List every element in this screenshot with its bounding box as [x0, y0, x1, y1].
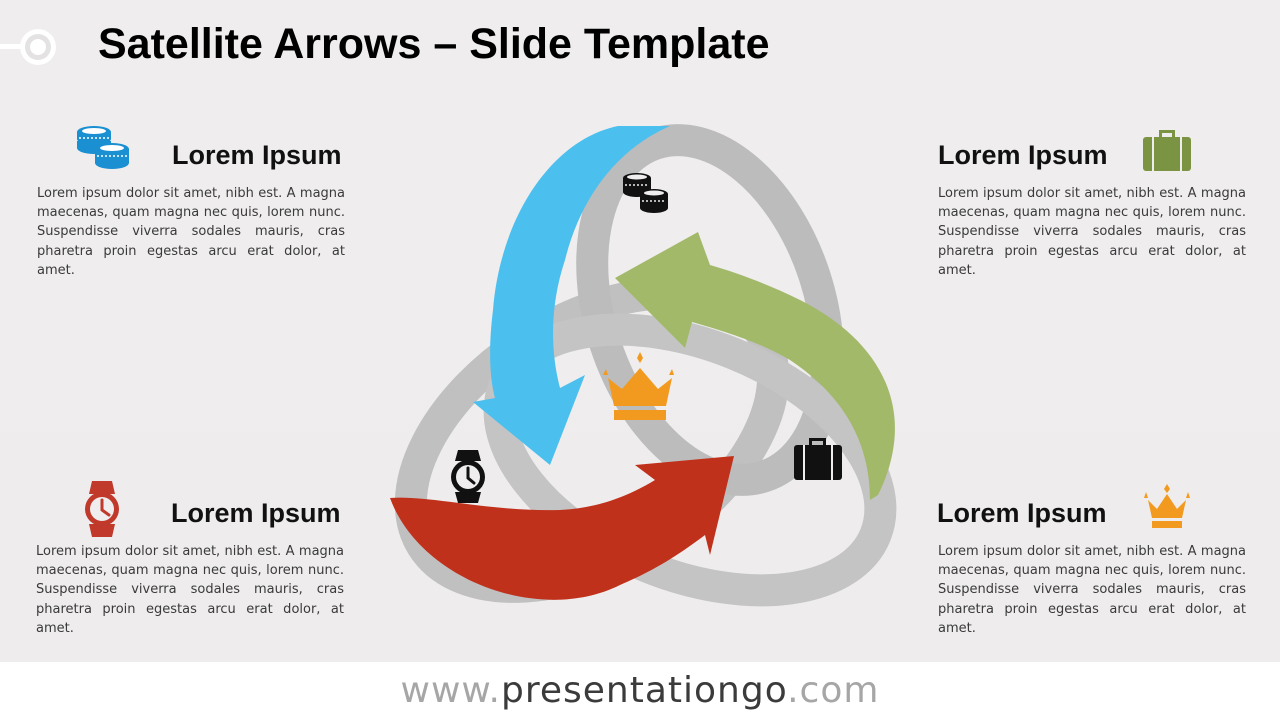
satellite-arrows-diagram [360, 110, 920, 610]
footer-url-brand: presentationgo [501, 670, 788, 711]
center-briefcase-icon [794, 438, 842, 480]
briefcase-icon [1142, 128, 1192, 172]
red-arrow [390, 456, 734, 600]
block-body-bottom-left: Lorem ipsum dolor sit amet, nibh est. A … [36, 544, 344, 636]
footer-url[interactable]: www.presentationgo.com [0, 662, 1280, 720]
blue-arrow [473, 126, 670, 465]
page-title: Satellite Arrows – Slide Template [98, 20, 770, 68]
footer-url-prefix: www. [400, 670, 501, 711]
title-marker-icon [0, 28, 64, 68]
footer-url-suffix: .com [787, 670, 880, 711]
block-body-top-left: Lorem ipsum dolor sit amet, nibh est. A … [37, 186, 345, 278]
center-crown-icon [603, 352, 674, 420]
block-heading-top-left: Lorem Ipsum [172, 140, 342, 170]
crown-icon [1142, 484, 1192, 530]
block-heading-bottom-left: Lorem Ipsum [171, 498, 341, 528]
block-body-top-right: Lorem ipsum dolor sit amet, nibh est. A … [938, 186, 1246, 278]
block-heading-top-right: Lorem Ipsum [938, 140, 1108, 170]
footer: www.presentationgo.com [0, 662, 1280, 720]
block-body-bottom-right: Lorem ipsum dolor sit amet, nibh est. A … [938, 544, 1246, 636]
center-watch-icon [451, 450, 485, 503]
green-arrow [615, 232, 895, 500]
coins-icon [76, 125, 132, 171]
center-coins-icon [623, 173, 668, 213]
watch-icon [84, 481, 120, 537]
block-heading-bottom-right: Lorem Ipsum [937, 498, 1107, 528]
